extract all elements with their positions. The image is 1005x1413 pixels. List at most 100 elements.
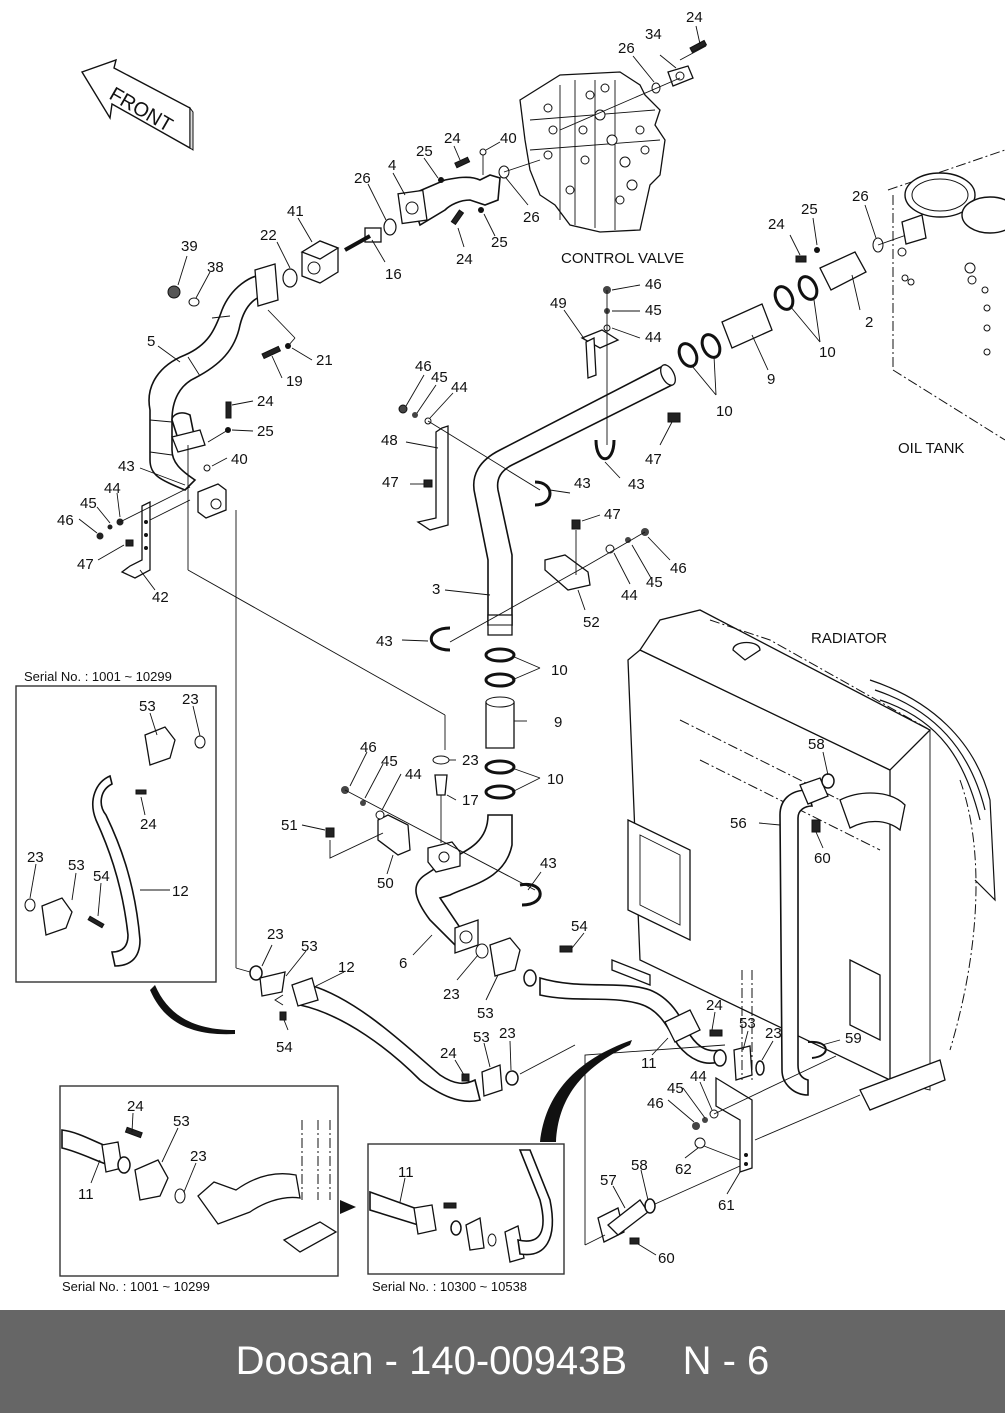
control-valve-illustration: CONTROL VALVE [519,71,684,267]
part-label: 42 [152,589,169,606]
part-label: 47 [77,556,94,573]
part-label: 16 [385,266,402,283]
part-label: 12 [338,959,355,976]
footer-part-number: Doosan - 140-00943B N - 6 [235,1339,770,1383]
part-label: 9 [554,714,562,731]
part-label: 47 [604,506,621,523]
part-label: 46 [415,358,432,375]
part-label: 44 [104,480,121,497]
part-label: 47 [382,474,399,491]
part-label: 26 [523,209,540,226]
part-label: 45 [646,574,663,591]
part-label: 44 [645,329,662,346]
part-label: 57 [600,1172,617,1189]
bracket-61 [584,1044,861,1246]
part-label: 43 [118,458,135,475]
part-label: 38 [207,259,224,276]
pipe-6 [325,755,542,954]
part-label: 54 [276,1039,293,1056]
part-label: 52 [583,614,600,631]
part-label: 10 [551,662,568,679]
brackets-48-49-52 [398,286,681,652]
part-label: 22 [260,227,277,244]
inset-serial-label: Serial No. : 10300 ~ 10538 [372,1279,527,1294]
part-label: 24 [444,130,461,147]
hose-11 [475,937,765,1081]
part-label: 53 [173,1113,190,1130]
leader-lines [29,25,877,1256]
inset-hose-11-old: Serial No. : 1001 ~ 10299 [59,1085,356,1294]
part-label: 5 [147,333,155,350]
pointer-arrow-icon [340,1200,356,1214]
part-label: 24 [686,9,703,26]
part-label: 59 [845,1030,862,1047]
part-label: 17 [462,792,479,809]
part-label: 41 [287,203,304,220]
part-label: 21 [316,352,333,369]
part-label: 53 [139,698,156,715]
part-label: 25 [257,423,274,440]
part-label: 23 [27,849,44,866]
part-label: 43 [628,476,645,493]
part-label: 53 [473,1029,490,1046]
part-label: 53 [739,1015,756,1032]
oil-tank-caption: OIL TANK [898,440,964,457]
part-label: 45 [431,369,448,386]
part-label: 24 [456,251,473,268]
part-label: 47 [645,451,662,468]
radiator-caption: RADIATOR [811,630,887,647]
part-label: 50 [377,875,394,892]
part-label: 25 [801,201,818,218]
part-label: 3 [432,581,440,598]
part-label: 45 [381,753,398,770]
part-label: 25 [416,143,433,160]
oil-tank-illustration: OIL TANK [887,149,1005,457]
part-label: 62 [675,1161,692,1178]
footer-bar: Doosan - 140-00943B N - 6 [0,1310,1005,1413]
part-label: 26 [354,170,371,187]
diagonal-hose-9-clamps-10 [677,232,913,368]
part-label: 23 [190,1148,207,1165]
part-label: 60 [814,850,831,867]
part-label: 46 [670,560,687,577]
part-label: 48 [381,432,398,449]
part-label: 43 [574,475,591,492]
part-label: 46 [360,739,377,756]
block-flange-41 [167,240,340,307]
part-label: 60 [658,1250,675,1267]
pipe-3 [473,363,676,636]
part-label: 49 [550,295,567,312]
bracket-42 [96,445,446,973]
part-label: 23 [462,752,479,769]
part-label: 43 [540,855,557,872]
part-label: 10 [716,403,733,420]
part-label: 4 [388,157,396,174]
inset-serial-label: Serial No. : 1001 ~ 10299 [62,1279,210,1294]
elbow-pipe-4 [344,148,541,252]
part-label: 11 [78,1186,94,1203]
part-label: 51 [281,817,298,834]
s-pipe-5 [148,263,296,491]
part-label: 39 [181,238,198,255]
part-label: 10 [819,344,836,361]
part-label: 10 [547,771,564,788]
part-label: 44 [621,587,638,604]
inset-hose-11-new: Serial No. : 10300 ~ 10538 [367,1143,565,1294]
front-arrow-icon: FRONT [80,58,194,151]
part-label: 24 [257,393,274,410]
part-label: 54 [571,918,588,935]
part-label: 25 [491,234,508,251]
part-label: 24 [768,216,785,233]
part-label: 53 [301,938,318,955]
vertical-hose-9-clamps-10 [484,647,516,800]
inset-serial-label: Serial No. : 1001 ~ 10299 [24,669,172,684]
part-label: 43 [376,633,393,650]
part-label: 12 [172,883,189,900]
part-labels: 24 34 26 24 25 40 4 26 26 25 24 16 41 22… [27,9,873,1267]
part-label: 58 [808,736,825,753]
part-label: 24 [706,997,723,1014]
part-label: 46 [647,1095,664,1112]
part-label: 23 [267,926,284,943]
part-label: 53 [477,1005,494,1022]
part-label: 56 [730,815,747,832]
